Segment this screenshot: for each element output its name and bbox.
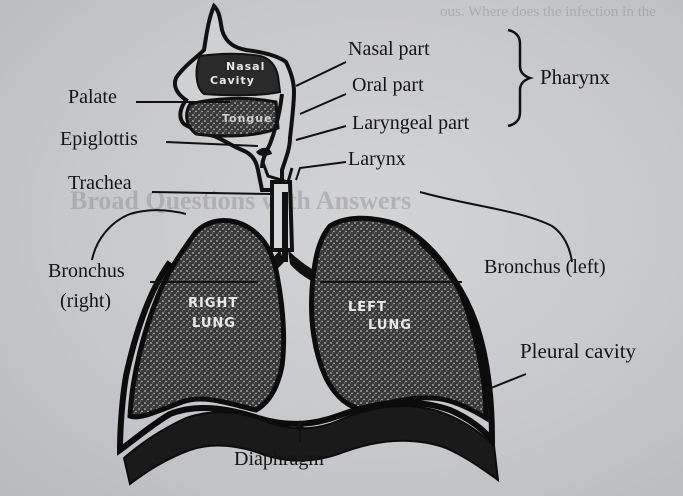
left-lung-label-1: LEFT [348,300,387,315]
label-palate: Palate [68,86,117,108]
tongue-label: Tongue [222,112,273,125]
label-larynx: Larynx [348,148,406,170]
leader-pleural-cavity [485,373,527,391]
leader-trachea [151,191,273,195]
leader-epiglottis [165,141,259,147]
label-laryngeal-part: Laryngeal part [352,112,470,134]
leader-nasal-part [295,61,347,87]
label-bronchus-right-1: Bronchus [48,260,125,282]
left-lung-label-2: LUNG [368,318,412,333]
label-diaphragm: Diaphragm [234,448,324,470]
label-pleural-cavity: Pleural cavity [520,339,637,363]
label-epiglottis: Epiglottis [60,128,138,150]
larynx-shape [260,159,294,184]
epiglottis-flap [256,147,272,156]
right-lung-label-2: LUNG [192,316,236,331]
pleural-cavity-line [116,239,496,456]
leader-larynx [295,161,347,181]
right-lung-label-1: RIGHT [188,296,239,311]
leader-bronchus-left [419,191,573,263]
diaphragm-line [122,405,500,486]
tongue [185,96,280,138]
diaphragm-arrow [296,420,304,428]
leader-laryngeal-part [295,125,347,141]
label-nasal-part: Nasal part [348,38,430,60]
label-oral-part: Oral part [352,74,424,96]
background-text-top: ous. Where does the infection in the [440,4,656,20]
nasal-label-1: Nasal [226,60,266,73]
label-bronchus-left: Bronchus (left) [484,256,606,278]
trachea-core [282,192,288,262]
pharynx-bracket [507,28,534,128]
leader-bronchus-right [91,209,187,261]
leader-oral-part [299,93,347,115]
right-lung [127,217,287,420]
label-bronchus-right-2: (right) [60,290,112,312]
label-trachea: Trachea [68,172,132,194]
nasal-cavity [195,52,282,97]
nasal-label-2: Cavity [210,74,255,87]
label-pharynx: Pharynx [540,65,610,89]
background-heading: Broad Questions with Answers [70,186,412,215]
